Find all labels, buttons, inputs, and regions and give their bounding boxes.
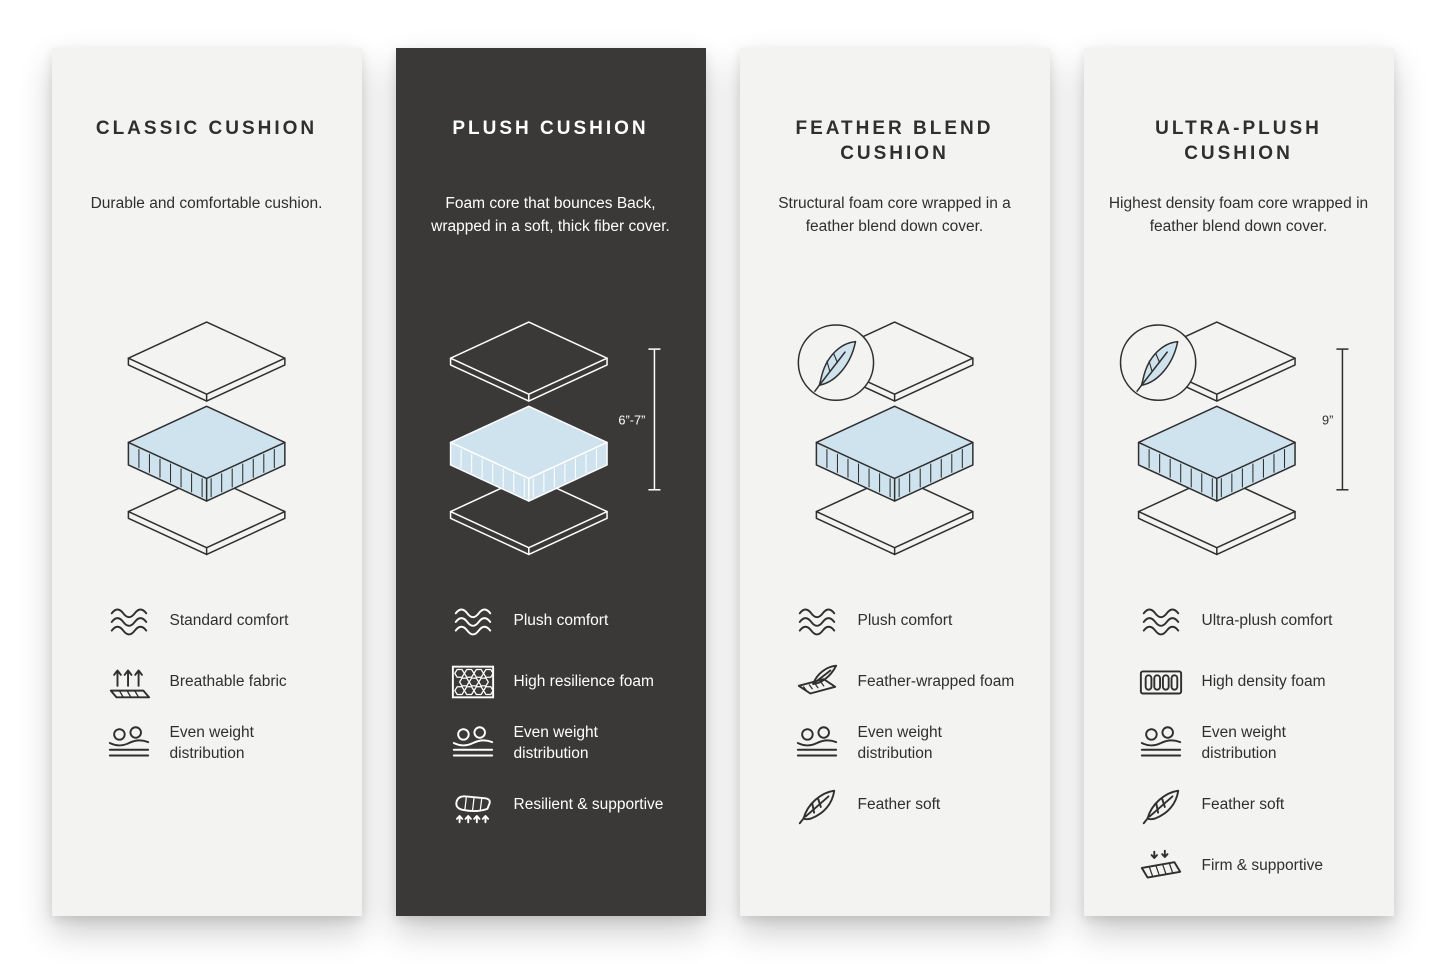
card-title: PLUSH CUSHION — [452, 117, 649, 139]
wave-icon — [454, 608, 491, 636]
card-description: Structural foam core wrapped in a feathe… — [778, 194, 1011, 235]
resilient-cushion-icon — [454, 795, 491, 824]
dimension-label: 9” — [1322, 412, 1333, 427]
weight-distribution-icon — [108, 726, 149, 757]
card-title: FEATHER BLEND CUSHION — [795, 117, 994, 165]
feature-label: Standard comfort — [169, 611, 289, 629]
weight-distribution-icon — [452, 726, 493, 757]
feature-label: Even weight distribution — [857, 724, 942, 762]
cushion-layers-diagram — [797, 321, 974, 556]
feature-label: Plush comfort — [857, 611, 953, 629]
feature-row: Even weight distribution — [1138, 723, 1370, 765]
feature-label: Ultra-plush comfort — [1201, 611, 1333, 629]
feather-icon — [1142, 789, 1179, 825]
card-description: Durable and comfortable cushion. — [90, 194, 323, 212]
card-description: Highest density foam core wrapped in fea… — [1108, 194, 1369, 235]
feature-label: Feather soft — [857, 796, 941, 814]
feature-label: Breathable fabric — [169, 672, 287, 690]
comparison-infographic: CLASSIC CUSHION Durable and comfortable … — [51, 48, 1394, 916]
feature-row: Feather-wrapped foam — [794, 662, 1026, 702]
card-ultra-plush-cushion: ULTRA-PLUSH CUSHION Highest density foam… — [1083, 48, 1394, 916]
feature-row: Even weight distribution — [794, 723, 1026, 765]
feature-list: Ultra-plush comfort High density foam Ev… — [1108, 601, 1370, 887]
feature-list: Plush comfort Feather-wrapped foam Even … — [764, 601, 1026, 826]
feature-label: Firm & supportive — [1201, 857, 1323, 875]
breathable-fabric-icon — [109, 669, 150, 699]
feather-wrapped-foam-icon — [797, 664, 837, 695]
cushion-layers-diagram: 6”-7” — [449, 321, 660, 556]
feature-row: Plush comfort — [450, 601, 682, 641]
weight-distribution-icon — [796, 726, 837, 757]
card-feather-blend-cushion: FEATHER BLEND CUSHION Structural foam co… — [739, 48, 1050, 916]
dimension-label: 6”-7” — [618, 412, 645, 427]
foam-coils-icon — [1139, 670, 1182, 695]
feature-label: Feather-wrapped foam — [857, 672, 1015, 690]
feature-list: Plush comfort High resilience foam Even … — [420, 601, 682, 826]
feature-label: Even weight distribution — [1201, 724, 1286, 762]
feature-row: Ultra-plush comfort — [1138, 601, 1370, 641]
dimension-marker: 6”-7” — [618, 348, 660, 491]
feature-row: Resilient & supportive — [450, 786, 682, 826]
firm-supportive-icon — [1140, 849, 1181, 879]
feature-row: Breathable fabric — [106, 662, 338, 702]
feature-row: Even weight distribution — [450, 723, 682, 765]
feather-icon — [798, 789, 835, 825]
feature-label: High resilience foam — [513, 672, 654, 690]
cushion-layers-diagram — [127, 321, 286, 556]
weight-distribution-icon — [1140, 726, 1181, 757]
wave-icon — [798, 608, 835, 636]
feature-label: Resilient & supportive — [513, 796, 664, 814]
honeycomb-foam-icon — [451, 665, 494, 699]
feature-row: Firm & supportive — [1138, 847, 1370, 887]
card-description: Foam core that bounces Back, wrapped in … — [431, 194, 670, 235]
feature-row: Standard comfort — [106, 601, 338, 641]
feature-row: Feather soft — [794, 786, 1026, 826]
feather-badge — [1119, 324, 1196, 402]
feature-label: Plush comfort — [513, 611, 609, 629]
feature-label: High density foam — [1201, 672, 1326, 690]
card-title: CLASSIC CUSHION — [95, 117, 318, 139]
card-classic-cushion: CLASSIC CUSHION Durable and comfortable … — [51, 48, 362, 916]
feature-row: Even weight distribution — [106, 723, 338, 765]
feature-list: Standard comfort Breathable fabric Even … — [76, 601, 338, 765]
wave-icon — [110, 608, 147, 636]
feature-row: High resilience foam — [450, 662, 682, 702]
card-plush-cushion: PLUSH CUSHION Foam core that bounces Bac… — [395, 48, 706, 916]
dimension-marker: 9” — [1322, 348, 1348, 491]
feather-badge — [797, 324, 874, 402]
feature-row: High density foam — [1138, 662, 1370, 702]
card-title: ULTRA-PLUSH CUSHION — [1155, 117, 1322, 165]
wave-icon — [1142, 608, 1179, 636]
feature-row: Plush comfort — [794, 601, 1026, 641]
feature-label: Even weight distribution — [169, 724, 254, 762]
feature-label: Feather soft — [1201, 796, 1285, 814]
cushion-layers-diagram: 9” — [1119, 321, 1348, 556]
feature-label: Even weight distribution — [513, 724, 598, 762]
feature-row: Feather soft — [1138, 786, 1370, 826]
